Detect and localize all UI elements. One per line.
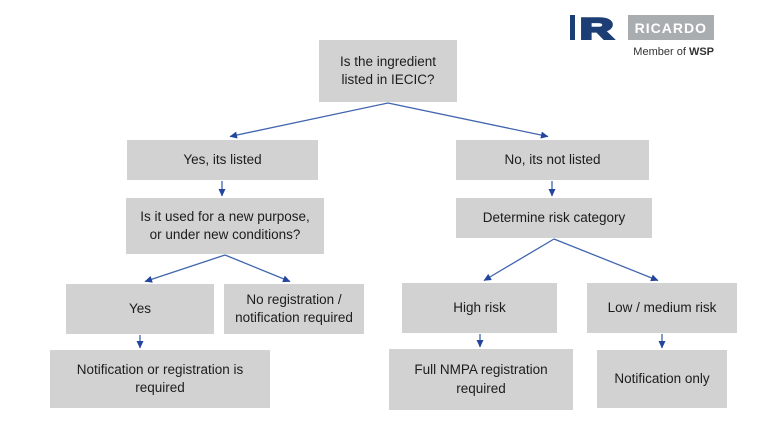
node-full-nmpa-registration: Full NMPA registration required	[389, 349, 573, 410]
node-no-registration-required: No registration / notification required	[224, 284, 364, 334]
ricardo-logo: R RICARDO Member of WSP	[569, 15, 714, 58]
connector-new-purpose-to-yes	[144, 254, 226, 283]
connector-root-to-yes-listed	[229, 102, 389, 139]
node-new-purpose-question: Is it used for a new purpose, or under n…	[126, 198, 324, 254]
connector-root-to-no-listed	[387, 102, 549, 139]
logo-tagline: Member of WSP	[633, 46, 714, 58]
connector-determine-risk-to-high-risk	[483, 238, 555, 282]
node-low-medium-risk: Low / medium risk	[587, 283, 737, 333]
tagline-prefix: Member of	[633, 46, 689, 58]
node-yes: Yes	[66, 284, 214, 334]
svg-text:R: R	[580, 15, 614, 40]
connector-new-purpose-to-no-registration	[224, 254, 291, 283]
node-notification-only: Notification only	[597, 350, 727, 408]
node-notification-or-registration: Notification or registration is required	[50, 350, 270, 408]
tagline-wsp: WSP	[688, 46, 714, 58]
ricardo-wordmark: RICARDO	[627, 15, 714, 40]
node-high-risk: High risk	[402, 283, 557, 333]
node-root-question: Is the ingredient listed in IECIC?	[319, 40, 457, 102]
node-no-listed: No, its not listed	[456, 140, 649, 180]
node-determine-risk: Determine risk category	[456, 198, 652, 238]
node-yes-listed: Yes, its listed	[127, 140, 318, 180]
connector-determine-risk-to-low-medium	[553, 238, 659, 282]
ricardo-logo-icon: R	[569, 15, 615, 40]
